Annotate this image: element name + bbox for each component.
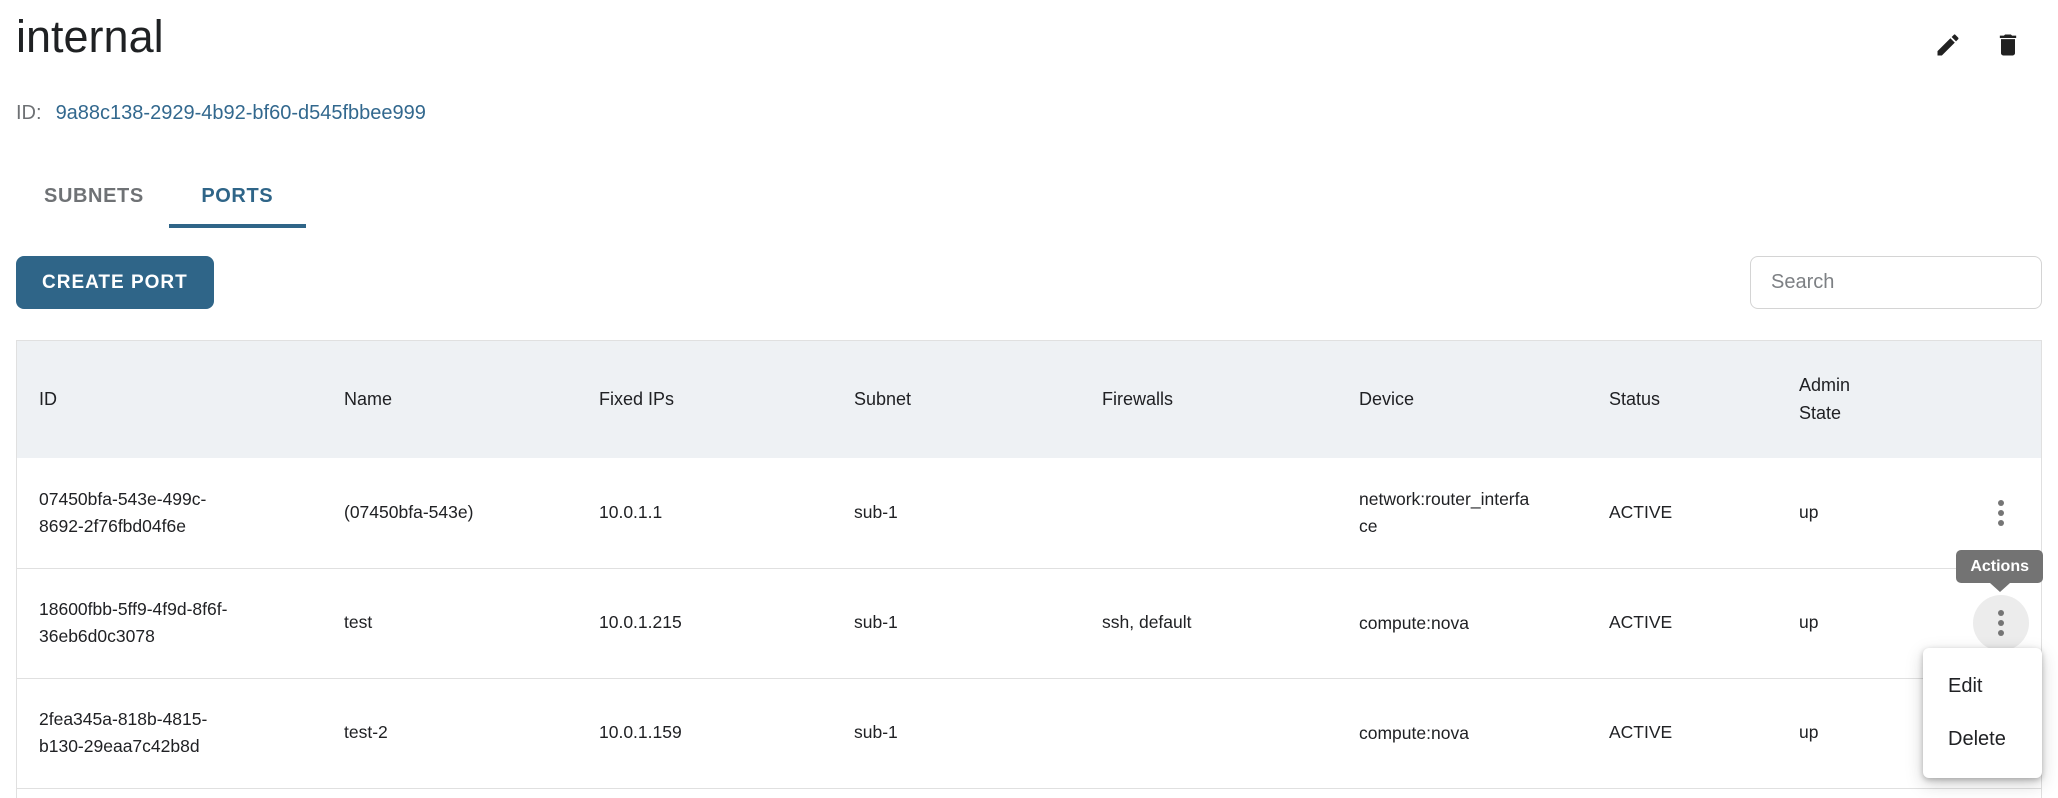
cell-status: ACTIVE	[1609, 502, 1673, 523]
cell-subnet: sub-1	[854, 502, 898, 523]
cell-name: test	[344, 612, 373, 633]
create-port-button[interactable]: CREATE PORT	[16, 256, 214, 309]
cell-device: compute:nova	[1359, 612, 1469, 633]
cell-fixed-ips: 10.0.1.159	[599, 722, 682, 743]
actions-menu: Edit Delete	[1923, 648, 2042, 778]
cell-admin-state: up	[1799, 722, 1819, 743]
cell-name: (07450bfa-543e)	[344, 502, 474, 523]
cell-actions	[1961, 458, 2041, 568]
table-header-row: ID Name Fixed IPs Subnet Firewalls Devic…	[17, 341, 2041, 458]
cell-status: ACTIVE	[1609, 722, 1673, 743]
tab-ports[interactable]: PORTS	[168, 167, 306, 228]
delete-network-button[interactable]	[1986, 24, 2030, 68]
cell-firewalls	[1080, 678, 1337, 788]
ports-table: ID Name Fixed IPs Subnet Firewalls Devic…	[17, 341, 2041, 789]
column-header-subnet: Subnet	[854, 388, 912, 409]
menu-item-delete[interactable]: Delete	[1948, 728, 2006, 750]
kebab-icon	[1998, 499, 2004, 526]
cell-fixed-ips: 10.0.1.215	[599, 612, 682, 633]
cell-id: 07450bfa-543e-499c-8692-2f76fbd04f6e	[39, 488, 207, 536]
cell-device: compute:nova	[1359, 722, 1469, 743]
column-header-admin-state: Admin State	[1799, 374, 1851, 423]
table-toolbar: CREATE PORT	[16, 256, 2042, 309]
tab-subnets[interactable]: SUBNETS	[44, 185, 144, 207]
column-header-id: ID	[39, 388, 57, 409]
cell-name: test-2	[344, 722, 388, 743]
cell-subnet: sub-1	[854, 722, 898, 743]
column-header-firewalls: Firewalls	[1102, 388, 1174, 409]
search-input[interactable]	[1750, 256, 2042, 309]
column-header-name: Name	[344, 388, 393, 409]
pencil-icon	[1934, 31, 1962, 62]
network-id-label: ID:	[16, 102, 42, 124]
cell-status: ACTIVE	[1609, 612, 1673, 633]
cell-firewalls: ssh, default	[1102, 612, 1192, 633]
column-header-actions	[1961, 341, 2041, 458]
cell-admin-state: up	[1799, 502, 1819, 523]
trash-icon	[1994, 31, 2022, 62]
network-id-row: ID: 9a88c138-2929-4b92-bf60-d545fbbee999	[16, 102, 2042, 125]
page-header: internal	[16, 0, 2042, 68]
column-header-status: Status	[1609, 388, 1661, 409]
ports-table-card: ID Name Fixed IPs Subnet Firewalls Devic…	[16, 340, 2042, 798]
cell-actions	[1961, 568, 2041, 678]
network-id-link[interactable]: 9a88c138-2929-4b92-bf60-d545fbbee999	[55, 102, 426, 124]
header-actions	[1926, 24, 2030, 68]
actions-tooltip: Actions	[1956, 550, 2043, 583]
cell-firewalls	[1080, 458, 1337, 568]
table-row[interactable]: 2fea345a-818b-4815-b130-29eaa7c42b8d tes…	[17, 678, 2041, 788]
cell-subnet: sub-1	[854, 612, 898, 633]
table-row[interactable]: 07450bfa-543e-499c-8692-2f76fbd04f6e (07…	[17, 458, 2041, 568]
cell-id: 18600fbb-5ff9-4f9d-8f6f-36eb6d0c3078	[39, 598, 228, 646]
column-header-fixed-ips: Fixed IPs	[599, 388, 675, 409]
row-actions-button[interactable]	[1973, 485, 2029, 541]
tab-bar: SUBNETS PORTS	[16, 167, 2042, 228]
cell-id: 2fea345a-818b-4815-b130-29eaa7c42b8d	[39, 708, 208, 756]
cell-admin-state: up	[1799, 612, 1819, 633]
menu-item-edit[interactable]: Edit	[1948, 675, 1983, 697]
kebab-icon	[1998, 610, 2004, 636]
cell-fixed-ips: 10.0.1.1	[599, 502, 663, 523]
row-actions-button[interactable]	[1973, 595, 2029, 651]
page-title: internal	[16, 11, 164, 62]
cell-device: network:router_interface	[1359, 488, 1530, 536]
table-row[interactable]: 18600fbb-5ff9-4f9d-8f6f-36eb6d0c3078 tes…	[17, 568, 2041, 678]
edit-network-button[interactable]	[1926, 24, 1970, 68]
column-header-device: Device	[1359, 388, 1415, 409]
